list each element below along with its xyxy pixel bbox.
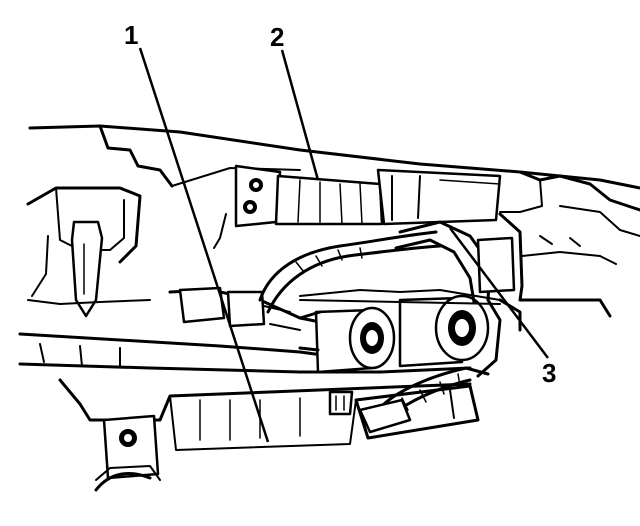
wiring-harness bbox=[168, 230, 442, 331]
leader-line-3 bbox=[449, 227, 549, 359]
callout-2: 2 bbox=[270, 22, 284, 52]
callout-1: 1 bbox=[124, 20, 138, 50]
cylindrical-component bbox=[274, 168, 502, 226]
leader-line-2 bbox=[280, 49, 320, 181]
lower-right-harness bbox=[354, 366, 490, 440]
lower-left-fitting bbox=[94, 414, 161, 492]
leader-line-1 bbox=[138, 47, 270, 443]
left-bracket-assembly bbox=[26, 186, 151, 318]
mounting-bracket bbox=[213, 164, 282, 249]
right-structure bbox=[476, 212, 617, 332]
upper-body-panel bbox=[28, 124, 640, 237]
callout-3: 3 bbox=[542, 358, 556, 388]
twin-rollers bbox=[298, 294, 490, 374]
